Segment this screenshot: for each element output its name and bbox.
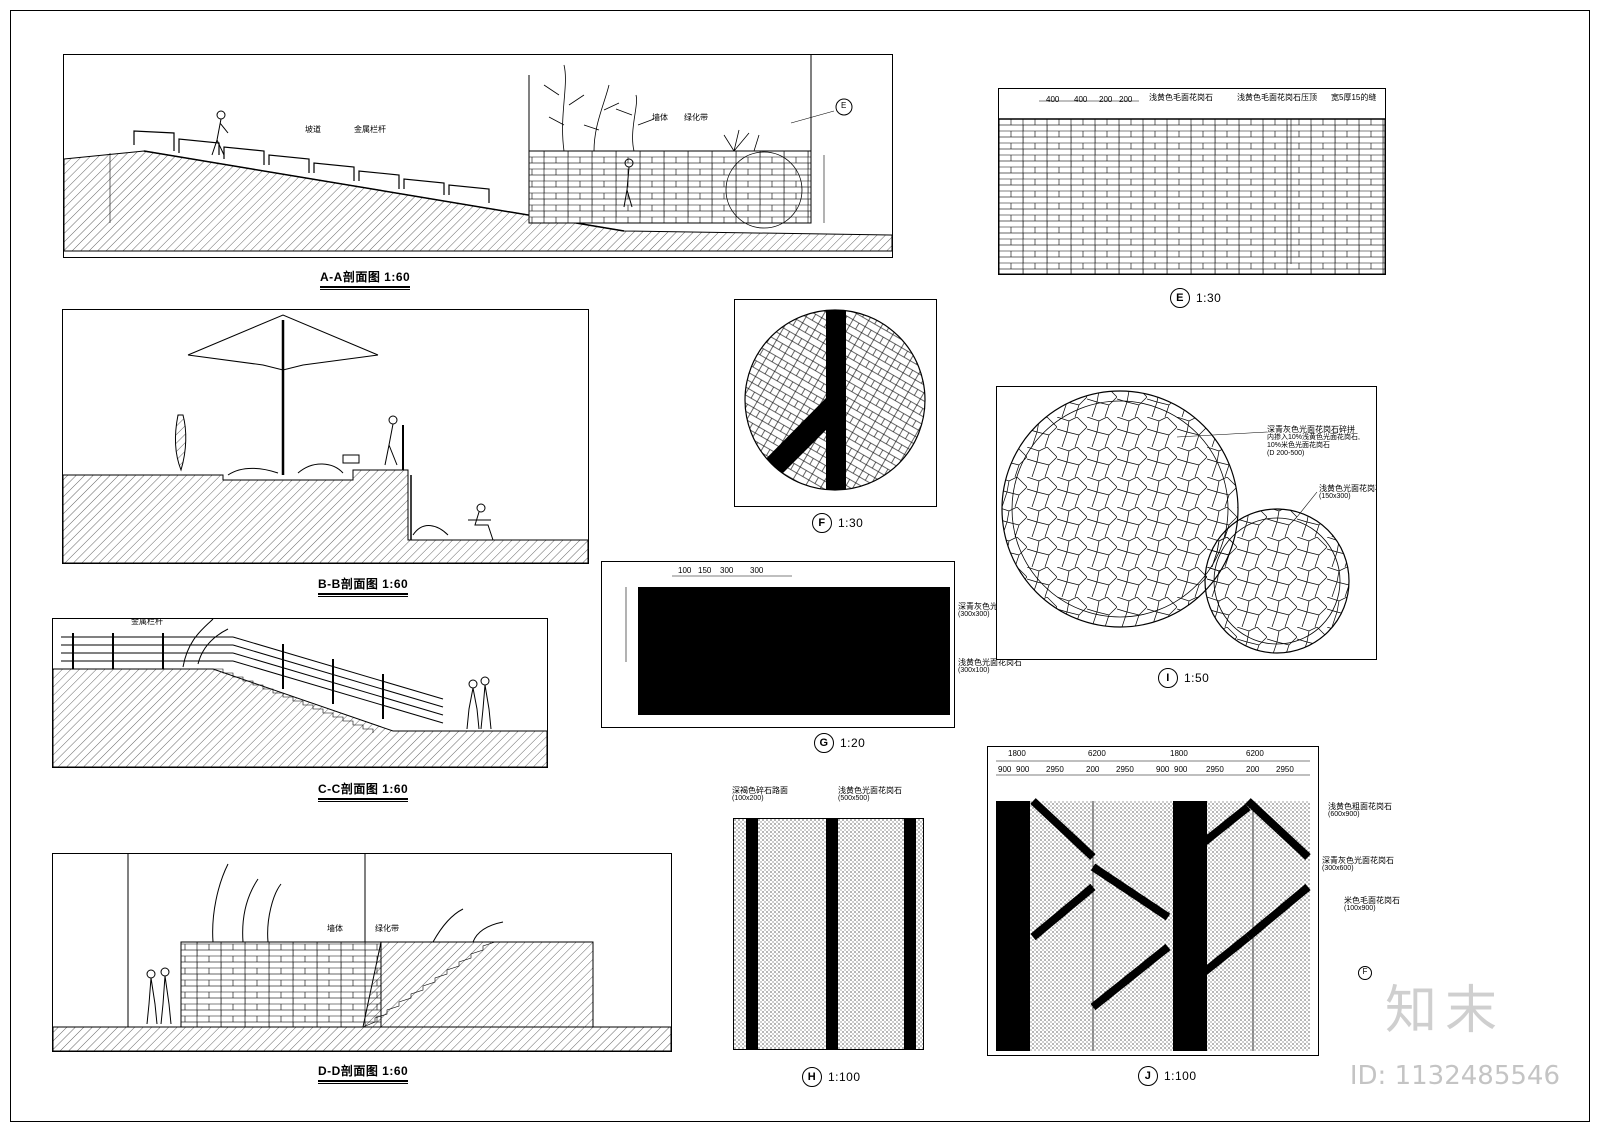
detail-f-drawing xyxy=(734,299,937,507)
callout-f: F xyxy=(1358,966,1372,980)
note-i-1: 浅黄色光面花岗石(150x300) xyxy=(1319,484,1377,501)
label-ramp: 坡道 xyxy=(305,125,321,134)
caption-g: G 1:20 xyxy=(814,733,865,753)
dim-j-top-0: 1800 xyxy=(1008,749,1026,758)
watermark-brand: 知末 xyxy=(1384,981,1505,1041)
detail-g-drawing: 100 150 300 300 xyxy=(601,561,955,728)
caption-aa: A-A剖面图 1:60 xyxy=(320,268,411,290)
detail-tag-j: J xyxy=(1138,1066,1158,1086)
note-j-1: 深青灰色光面花岗石(300x600) xyxy=(1322,856,1394,873)
metal-railing xyxy=(133,130,490,203)
caption-i: I 1:50 xyxy=(1158,668,1209,688)
label-green-belt-dd: 绿化带 xyxy=(375,924,399,933)
plants xyxy=(543,64,760,152)
label-wall: 墙体 xyxy=(652,113,668,122)
dim-j-bottom-5: 900 xyxy=(1156,765,1170,774)
section-bb-drawing xyxy=(62,309,589,564)
scale-e: 1:30 xyxy=(1196,291,1222,305)
dim-j-top-1: 6200 xyxy=(1088,749,1106,758)
dim-j-bottom-0: 900 xyxy=(998,765,1012,774)
label-wall-dd: 墙体 xyxy=(327,924,343,933)
dim-g-2: 300 xyxy=(720,566,734,575)
dim-j-bottom-8: 200 xyxy=(1246,765,1260,774)
dim-g-3: 300 xyxy=(750,566,764,575)
note-h-1: 浅黄色光面花岗石(500x500) xyxy=(838,786,902,803)
label-green-belt: 绿化带 xyxy=(684,113,708,122)
i-small-circle xyxy=(1204,508,1350,654)
dim-j-bottom-3: 200 xyxy=(1086,765,1100,774)
dim-e-2: 200 xyxy=(1099,95,1113,104)
detail-tag-f: F xyxy=(812,513,832,533)
detail-j-drawing: 1800 6200 1800 6200 900 900 2950 200 295… xyxy=(987,746,1319,1056)
note-e-0: 浅黄色毛面花岗石 xyxy=(1149,93,1213,102)
g-dark-paving xyxy=(638,587,950,715)
caption-bb: B-B剖面图 1:60 xyxy=(318,575,409,597)
j-chevrons xyxy=(1030,798,1311,1011)
label-metal-railing-cc: 金属栏杆 xyxy=(131,618,163,626)
watermark-id: ID: 1132485546 xyxy=(1349,1061,1560,1091)
caption-h: H 1:100 xyxy=(802,1067,861,1087)
dim-g-0: 100 xyxy=(678,566,692,575)
dim-j-top-3: 6200 xyxy=(1246,749,1264,758)
section-cc-drawing: 金属栏杆 xyxy=(52,618,548,768)
note-e-1: 浅黄色毛面花岗石压顶 xyxy=(1237,93,1317,102)
section-aa-drawing: 坡道 金属栏杆 墙体 绿化带 E xyxy=(63,54,893,258)
detail-h-drawing xyxy=(733,818,924,1050)
dim-j-top-2: 1800 xyxy=(1170,749,1188,758)
dim-j-bottom-9: 2950 xyxy=(1276,765,1294,774)
dim-e-1: 400 xyxy=(1074,95,1088,104)
caption-dd: D-D剖面图 1:60 xyxy=(318,1062,409,1084)
dim-g-1: 150 xyxy=(698,566,712,575)
railing xyxy=(61,633,444,724)
detail-e-drawing: 400 400 200 200 浅黄色毛面花岗石 浅黄色毛面花岗石压顶 宽5厚1… xyxy=(998,88,1386,275)
planter-wall-dd xyxy=(180,941,382,1028)
note-i-0: 深青灰色光面花岗石碎拼内掺入10%浅黄色光面花岗石,10%米色光面花岗石(D 2… xyxy=(1267,425,1360,458)
sheet-border xyxy=(10,10,1590,1122)
detail-i-drawing: 深青灰色光面花岗石碎拼内掺入10%浅黄色光面花岗石,10%米色光面花岗石(D 2… xyxy=(996,386,1377,660)
note-h-0: 深褐色碎石路面(100x200) xyxy=(732,786,788,803)
dim-j-bottom-6: 900 xyxy=(1174,765,1188,774)
umbrella-canopy xyxy=(187,314,379,371)
section-dd-drawing: 墙体 绿化带 xyxy=(52,853,672,1052)
caption-cc: C-C剖面图 1:60 xyxy=(318,780,409,802)
planter-wall xyxy=(528,150,812,224)
caption-e: E 1:30 xyxy=(1170,288,1221,308)
people xyxy=(211,110,634,208)
dim-j-bottom-1: 900 xyxy=(1016,765,1030,774)
detail-tag-h: H xyxy=(802,1067,822,1087)
detail-tag-e: E xyxy=(1170,288,1190,308)
dim-j-bottom-7: 2950 xyxy=(1206,765,1224,774)
note-g-1: 浅黄色光面花岗石(300x100) xyxy=(958,658,1022,675)
detail-tag-g: G xyxy=(814,733,834,753)
note-j-0: 浅黄色粗面花岗石(600x900) xyxy=(1328,802,1392,819)
dim-e-3: 200 xyxy=(1119,95,1133,104)
caption-j: J 1:100 xyxy=(1138,1066,1197,1086)
note-j-2: 米色毛面花岗石(100x900) xyxy=(1344,896,1400,913)
dim-e-0: 400 xyxy=(1046,95,1060,104)
scale-h: 1:100 xyxy=(828,1070,861,1084)
scale-j: 1:100 xyxy=(1164,1069,1197,1083)
i-large-circle xyxy=(1001,390,1239,628)
note-g-0: 深青灰色光面花岗石(300x300) xyxy=(958,602,1030,619)
callout-e: E xyxy=(841,101,847,110)
scale-g: 1:20 xyxy=(840,736,866,750)
note-e-2: 宽5厚15的缝 xyxy=(1331,93,1377,102)
scale-f: 1:30 xyxy=(838,516,864,530)
caption-f: F 1:30 xyxy=(812,513,863,533)
dim-j-bottom-2: 2950 xyxy=(1046,765,1064,774)
label-metal-railing: 金属栏杆 xyxy=(354,125,386,134)
detail-tag-i: I xyxy=(1158,668,1178,688)
scale-i: 1:50 xyxy=(1184,671,1210,685)
dim-j-bottom-4: 2950 xyxy=(1116,765,1134,774)
